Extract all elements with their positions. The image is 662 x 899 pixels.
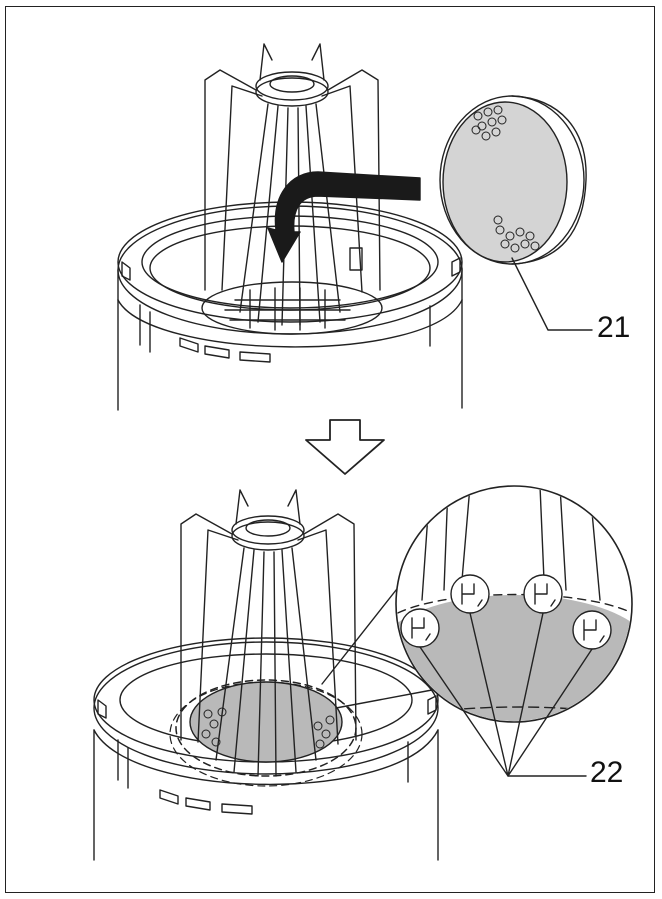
disc-texture-bottom <box>493 215 540 253</box>
callout-21: 21 <box>597 311 631 344</box>
callout-22: 22 <box>590 756 624 789</box>
retaining-tab <box>523 574 563 614</box>
disc-texture-top <box>471 105 507 141</box>
down-arrow-icon <box>305 419 385 475</box>
top-cage <box>201 43 383 335</box>
retaining-tab <box>400 608 440 648</box>
filter-disc <box>439 95 593 331</box>
figure-frame <box>5 6 655 893</box>
retaining-tab <box>572 610 612 650</box>
curved-arrow-icon <box>267 171 421 263</box>
retaining-tab <box>450 574 490 614</box>
bottom-cage <box>180 489 357 777</box>
